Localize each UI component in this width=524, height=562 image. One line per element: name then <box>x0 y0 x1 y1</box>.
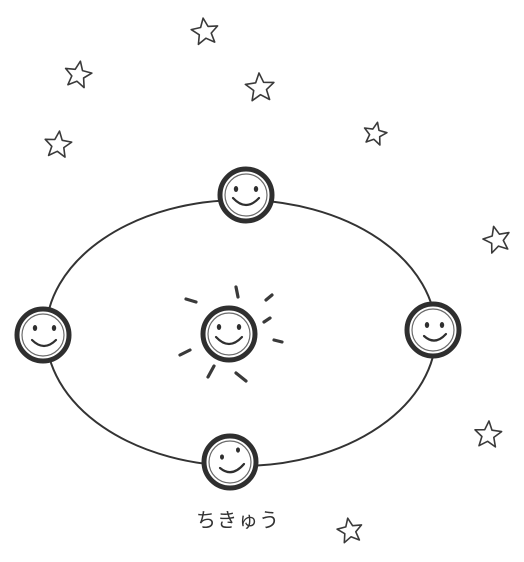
star-icon <box>365 122 387 145</box>
sun-ray <box>208 366 214 377</box>
earth-face-icon <box>407 304 459 356</box>
sun-ray <box>236 373 246 381</box>
star-icon <box>45 131 71 157</box>
star-icon <box>191 18 217 44</box>
earth-face-icon <box>17 309 69 361</box>
star-icon <box>337 518 361 543</box>
earth-label: ちきゅう <box>196 504 280 533</box>
sun-ray <box>264 318 270 322</box>
star-icon <box>483 226 509 253</box>
sun-ray <box>236 287 238 297</box>
sun-ray <box>274 340 282 342</box>
star-icon <box>475 421 502 447</box>
earth-face-icon <box>204 436 256 488</box>
earth-face-icon <box>220 169 272 221</box>
sun-icon <box>203 308 255 360</box>
sun-ray <box>186 299 196 302</box>
sun-ray <box>180 350 190 355</box>
star-icon <box>245 73 274 101</box>
star-icon <box>66 61 92 87</box>
sun-ray <box>266 295 272 300</box>
